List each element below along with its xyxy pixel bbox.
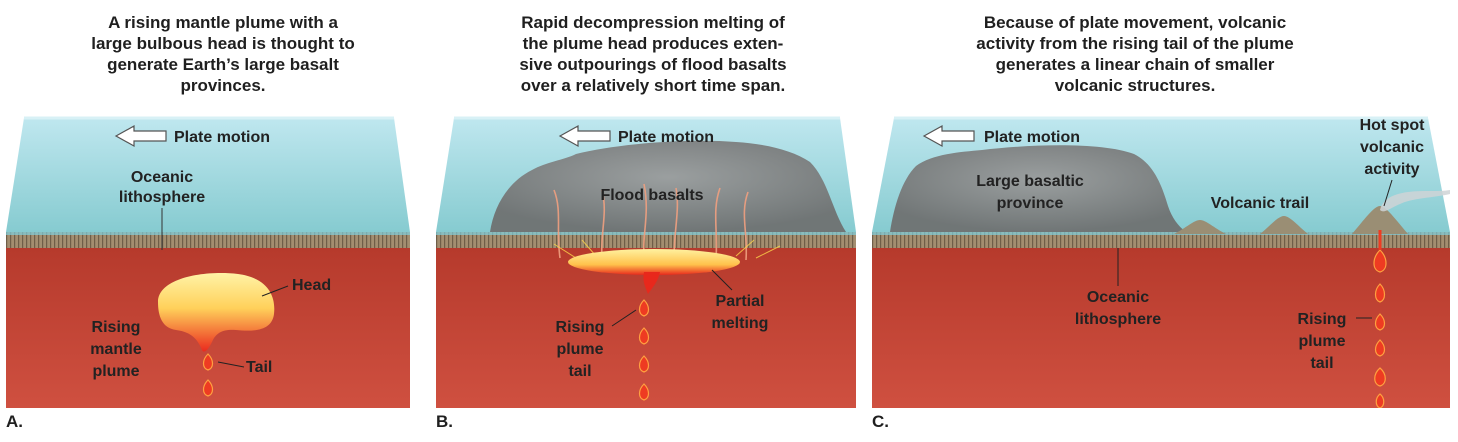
plate-motion-label: Plate motion	[618, 129, 714, 146]
rising-mantle-plume-label-3: plume	[92, 363, 139, 380]
panel-letter-b: B.	[436, 412, 453, 431]
plume-head	[158, 273, 275, 352]
oceanic-lithosphere-label-1: Oceanic	[1087, 289, 1149, 306]
plate-motion-arrow	[114, 124, 167, 148]
rising-mantle-plume-label-2: mantle	[90, 341, 142, 358]
oceanic-lithosphere-layer	[872, 232, 1450, 248]
panel-c-diagram: Plate motion Large basaltic province Vol…	[872, 116, 1450, 408]
mantle-layer	[872, 248, 1450, 408]
plate-motion-arrow	[922, 124, 975, 148]
flood-basalt-plateau	[490, 140, 846, 232]
plume-head-flattened	[568, 249, 740, 275]
ocean-surface	[6, 118, 410, 232]
panel-letter-c: C.	[872, 412, 889, 431]
oceanic-lithosphere-label-2: lithosphere	[1075, 311, 1161, 328]
large-basaltic-province	[890, 145, 1186, 232]
rising-plume-tail-label-3: tail	[568, 363, 591, 380]
oceanic-lithosphere-label-1: Oceanic	[131, 169, 193, 186]
oceanic-lithosphere-label-2: lithosphere	[119, 189, 205, 206]
plate-motion-arrow	[558, 124, 611, 148]
plume-tail	[202, 353, 214, 397]
panel-letter-a: A.	[6, 412, 23, 431]
hot-spot-label-2: volcanic	[1360, 139, 1424, 156]
volcanic-trail-label: Volcanic trail	[1211, 195, 1309, 212]
large-basaltic-province-label-1: Large basaltic	[976, 173, 1084, 190]
volcanic-plume-smoke	[1380, 190, 1450, 212]
rising-plume-tail-label-2: plume	[1298, 333, 1345, 350]
hot-spot-label-3: activity	[1364, 161, 1419, 178]
magma-conduits	[553, 183, 749, 261]
head-label: Head	[292, 277, 331, 294]
rising-mantle-plume-label-1: Rising	[92, 319, 141, 336]
hot-spot-label-1: Hot spot	[1360, 117, 1426, 134]
plate-motion-label: Plate motion	[174, 129, 270, 146]
large-basaltic-province-label-2: province	[997, 195, 1064, 212]
caption-panel-b: Rapid decompression melting of the plume…	[519, 13, 787, 95]
rising-plume-tail-label-2: plume	[556, 341, 603, 358]
plate-motion-label: Plate motion	[984, 129, 1080, 146]
caption-panel-c: Because of plate movement, volcanic acti…	[976, 13, 1294, 95]
rising-plume-tail-label-1: Rising	[556, 319, 605, 336]
flood-basalts-label: Flood basalts	[600, 187, 703, 204]
partial-melting-label-1: Partial	[716, 293, 765, 310]
panel-b-diagram: Plate motion Flood basalts Partial melti…	[436, 116, 856, 408]
caption-panel-a: A rising mantle plume with a large bulbo…	[91, 13, 355, 95]
partial-melting-label-2: melting	[712, 315, 769, 332]
panel-a-diagram: Plate motion Oceanic lithosphere Head Ri…	[6, 116, 410, 408]
plume-tail	[1373, 249, 1387, 408]
oceanic-lithosphere-layer	[6, 232, 410, 248]
volcanic-trail-seamounts	[1174, 206, 1408, 234]
oceanic-lithosphere-layer	[436, 232, 856, 248]
rising-plume-tail-label-3: tail	[1310, 355, 1333, 372]
rising-plume-tail-label-1: Rising	[1298, 311, 1347, 328]
tail-label: Tail	[246, 359, 272, 376]
plume-tail	[638, 299, 650, 401]
